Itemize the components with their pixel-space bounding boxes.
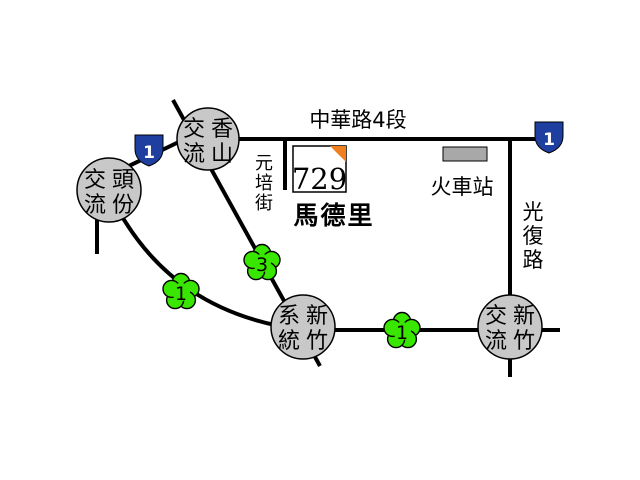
svg-text:山: 山 (211, 142, 233, 167)
plum-blossom-shield-icon: 3 (243, 243, 281, 281)
station-label: 火車站 (431, 175, 494, 199)
address-number: 729 (292, 162, 347, 196)
svg-text:街: 街 (255, 193, 273, 214)
svg-text:交: 交 (485, 304, 507, 329)
place-name: 馬德里 (293, 201, 374, 230)
location-marker (330, 146, 346, 162)
interchange-hsinchu-system: 系 新 統 竹 (270, 294, 336, 360)
interchange-hsinchu: 交 新 流 竹 (477, 294, 543, 360)
svg-text:系: 系 (278, 304, 300, 329)
svg-text:流: 流 (84, 193, 106, 218)
svg-text:竹: 竹 (306, 329, 328, 354)
svg-text:統: 統 (278, 329, 300, 354)
svg-text:香: 香 (211, 117, 233, 142)
plum-blossom-shield-icon: 1 (383, 311, 421, 349)
svg-text:1: 1 (143, 143, 155, 163)
svg-text:新: 新 (306, 304, 328, 329)
svg-text:路: 路 (523, 248, 544, 272)
svg-text:交: 交 (183, 117, 205, 142)
svg-text:流: 流 (183, 142, 205, 167)
station-block (442, 146, 488, 162)
left-street-label: 元 培 街 (255, 153, 273, 214)
svg-text:竹: 竹 (513, 329, 535, 354)
address-box (292, 145, 347, 193)
svg-text:1: 1 (396, 322, 408, 344)
svg-text:新: 新 (513, 304, 535, 329)
svg-text:交: 交 (84, 168, 106, 193)
svg-text:份: 份 (112, 193, 134, 218)
main-road-label: 中華路4段 (309, 108, 406, 132)
right-road-label: 光 復 路 (523, 200, 544, 272)
svg-text:復: 復 (523, 224, 544, 248)
plum-blossom-shield-icon: 1 (162, 272, 200, 310)
interchange-xiangshan: 交 香 流 山 (176, 107, 240, 171)
svg-text:光: 光 (523, 200, 544, 224)
svg-text:1: 1 (175, 283, 187, 305)
svg-text:培: 培 (255, 173, 273, 194)
svg-text:頭: 頭 (112, 168, 134, 193)
national-freeway-shield-icon: 1 (534, 121, 564, 154)
national-freeway-shield-icon: 1 (134, 134, 164, 167)
svg-text:流: 流 (485, 329, 507, 354)
svg-text:元: 元 (255, 153, 273, 174)
svg-text:1: 1 (543, 130, 555, 150)
interchange-toufen: 交 頭 流 份 (76, 157, 142, 223)
svg-text:3: 3 (256, 254, 268, 276)
